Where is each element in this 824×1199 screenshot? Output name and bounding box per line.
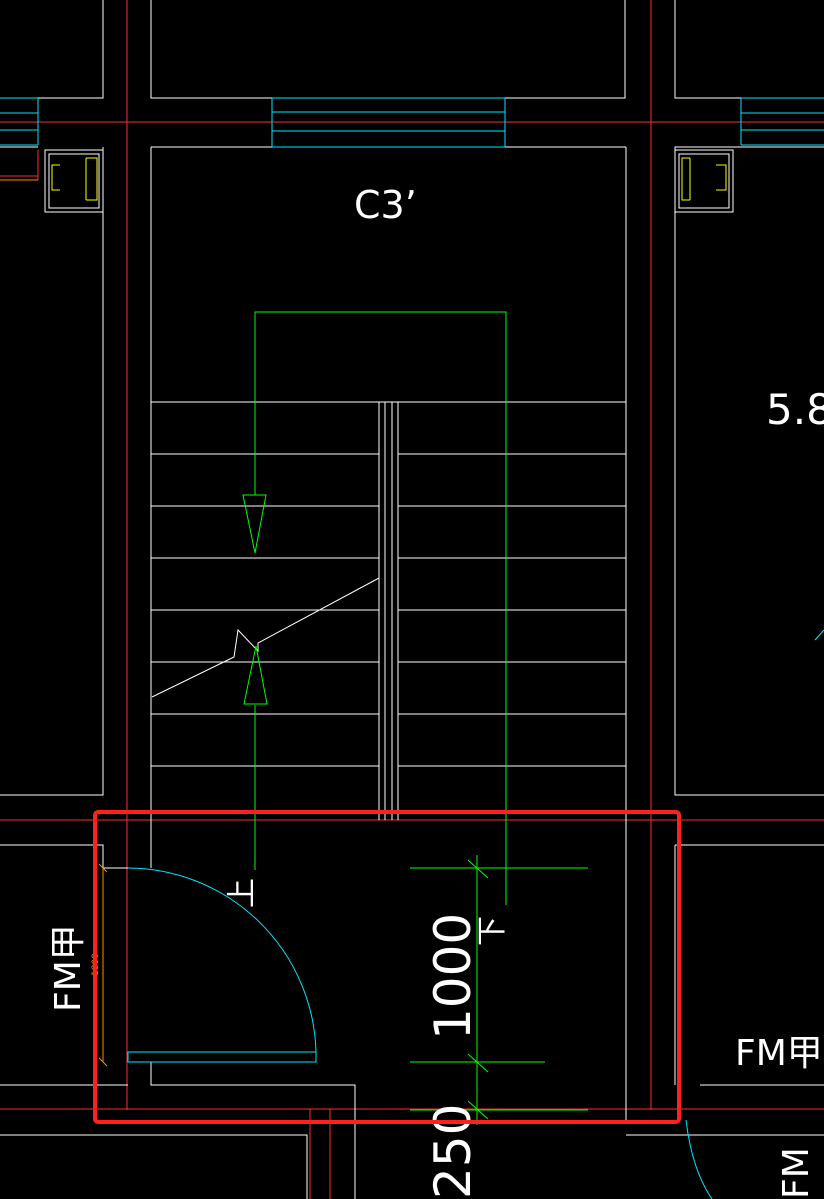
stair-up-label: 上: [225, 878, 260, 908]
window-tag-label: C3’: [354, 183, 417, 227]
door-tag-left: FM甲: [48, 924, 89, 1012]
stair-treads: [151, 401, 626, 767]
elevation-label: 5.8: [766, 385, 824, 434]
stair-down-label: 下: [475, 916, 510, 946]
stair-break-line: [151, 577, 380, 698]
dimension-250-label: 250: [424, 1104, 482, 1199]
door-tag-right: FM甲: [735, 1033, 823, 1074]
flue-symbol-right: [674, 149, 734, 213]
dimension-1000-label: 1000: [424, 913, 482, 1040]
slope-line-right: [814, 629, 824, 641]
highlight-box: [93, 810, 681, 1124]
door-swing-arc-right: [685, 1119, 713, 1199]
door-tag-bottom-right: FM: [776, 1147, 817, 1199]
door-dimension-ticks: [0, 179, 108, 1067]
door-swing-arc: [127, 867, 317, 1053]
stair-direction-path: [242, 311, 588, 1125]
windows: [0, 97, 824, 1063]
flue-symbol-left: [44, 149, 104, 213]
stair-handrail: [378, 401, 399, 820]
